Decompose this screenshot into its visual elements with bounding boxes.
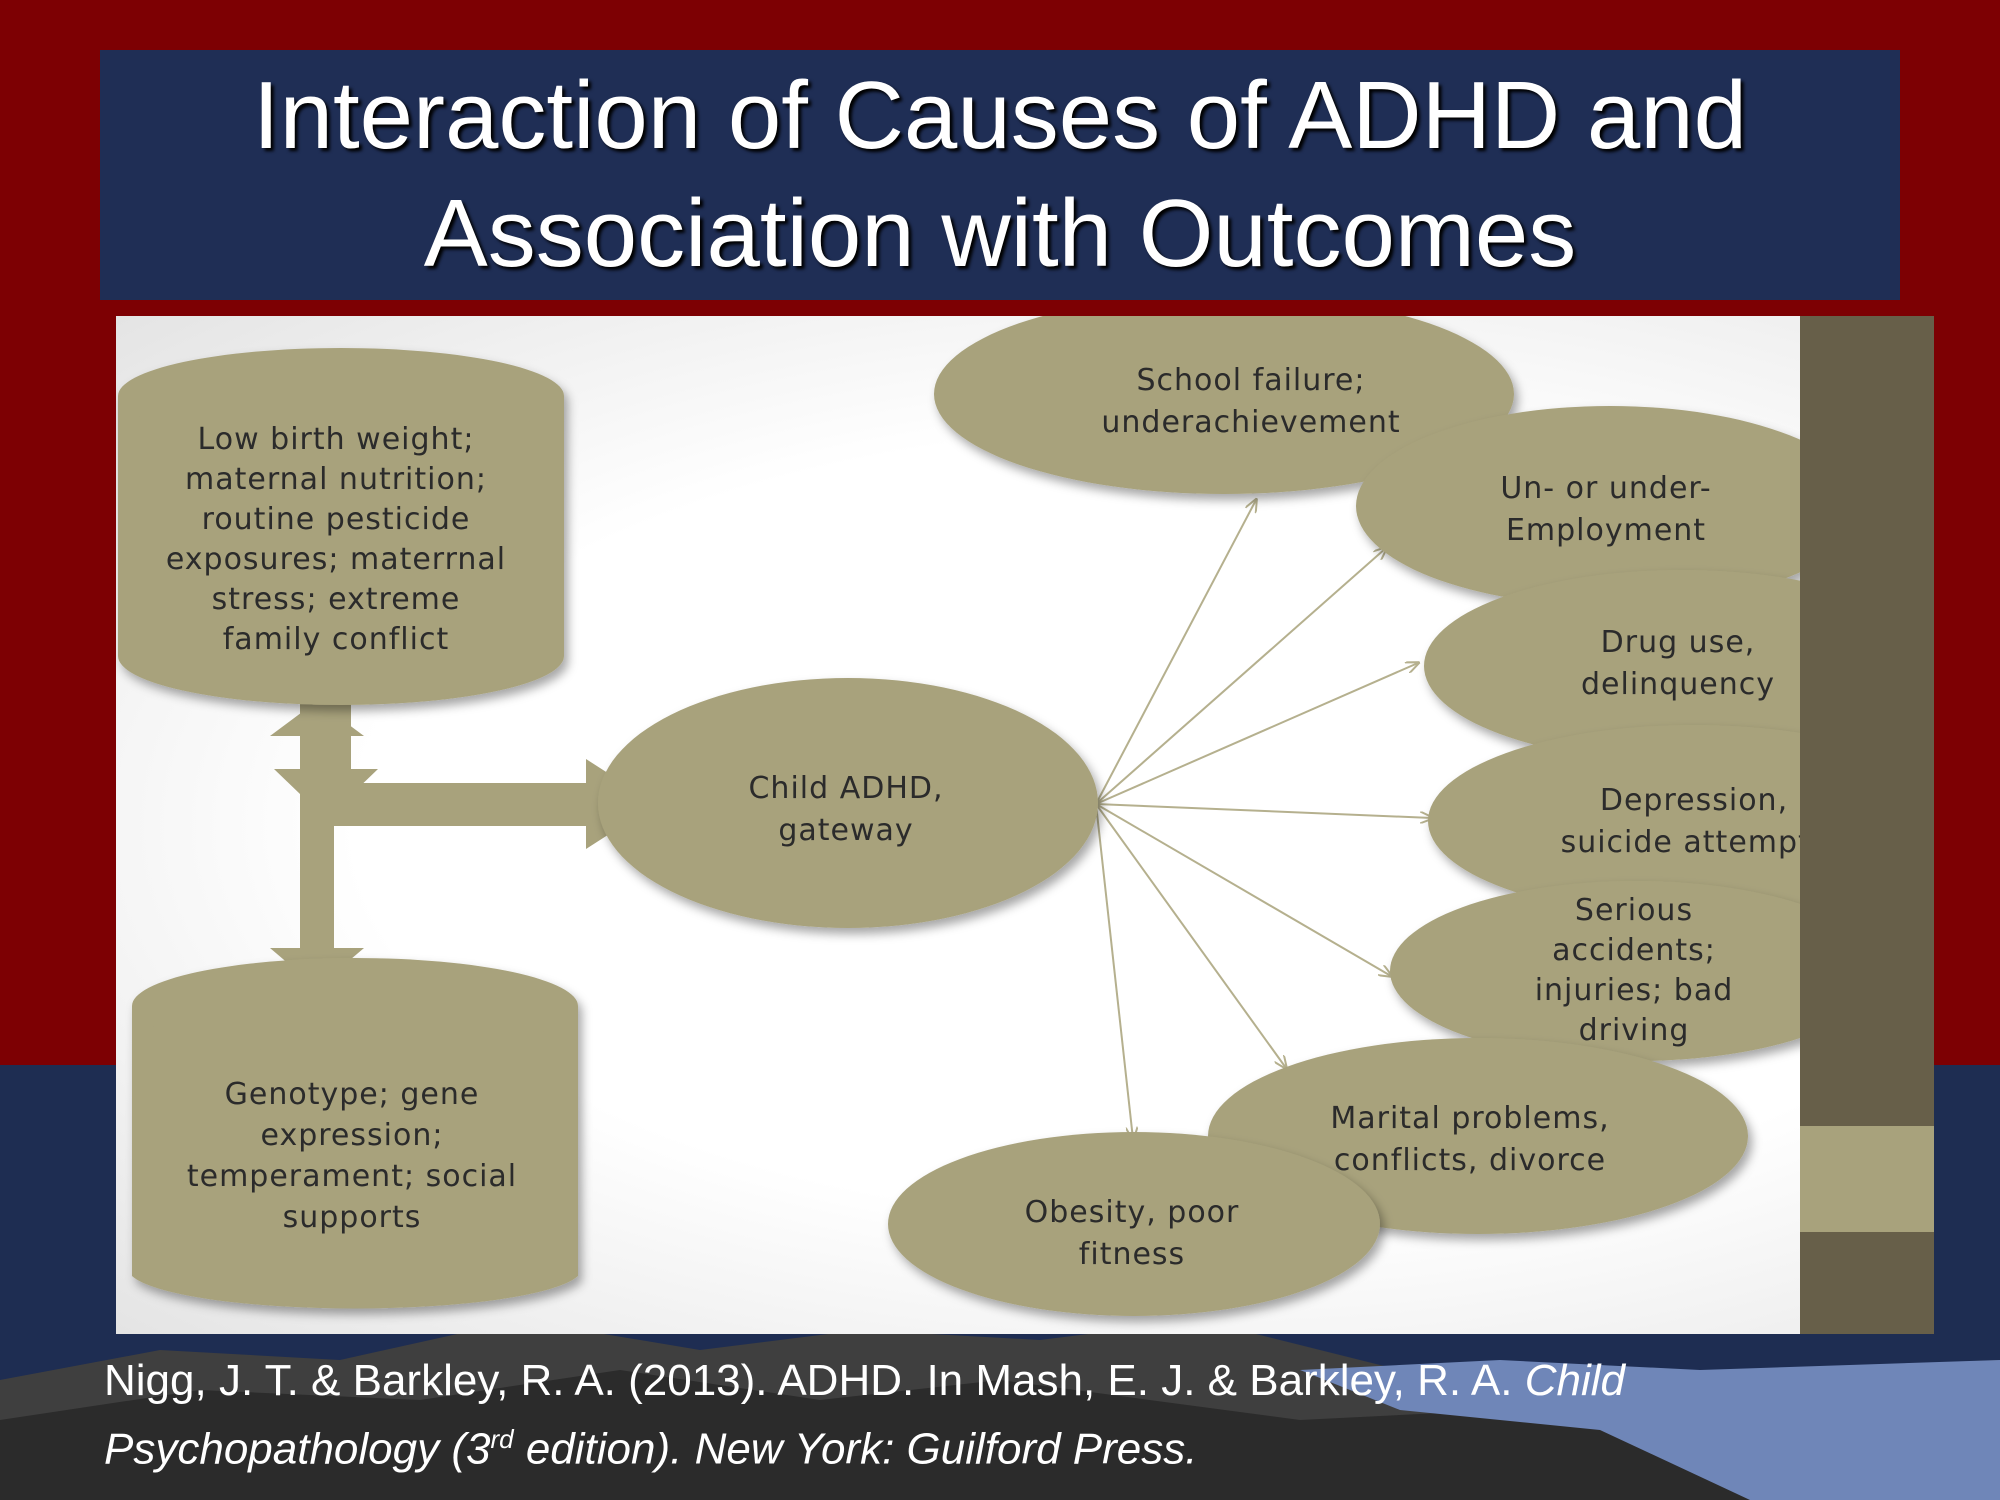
vertical-arrow-top-head	[270, 701, 364, 736]
outcome-label-accidents: Serious accidents; injuries; bad driving	[1535, 893, 1734, 1048]
cause-label-1: Low birth weight; maternal nutrition; rout…	[166, 422, 506, 657]
outcome-ellipse-employment	[1356, 406, 1864, 606]
cause-cylinder-1	[118, 348, 564, 705]
outcome-ellipse-school-failure	[934, 316, 1514, 494]
title-line-2: Association with Outcomes	[423, 180, 1577, 287]
side-bar-light	[1800, 1126, 1934, 1232]
label-line: Serious	[1575, 893, 1693, 928]
label-line: routine pesticide	[202, 502, 471, 537]
mountain-decoration	[0, 1320, 2000, 1500]
arrow-to-employment	[1095, 548, 1386, 805]
cause-label-2: Genotype; gene expression; temperament; so…	[187, 1077, 517, 1235]
label-line: delinquency	[1581, 667, 1775, 702]
label-line: conflicts, divorce	[1334, 1143, 1606, 1178]
outcome-label-drug-use: Drug use, delinquency	[1581, 625, 1775, 702]
citation-authors: Nigg, J. T. & Barkley, R. A. (2013). ADH…	[104, 1356, 1525, 1405]
title-banner: Interaction of Causes of ADHD and Associ…	[100, 50, 1900, 300]
diagram-panel: Low birth weight; maternal nutrition; rout…	[116, 316, 1916, 1334]
outcome-ellipse-obesity	[888, 1132, 1380, 1316]
label-line: Drug use,	[1601, 625, 1756, 660]
label-line: expression;	[261, 1118, 444, 1153]
label-line: underachievement	[1101, 405, 1400, 440]
outcome-ellipse-depression	[1428, 725, 1916, 917]
label-line: stress; extreme	[212, 582, 461, 617]
label-line: maternal nutrition;	[185, 462, 487, 497]
vertical-double-arrow-body	[300, 701, 334, 1016]
horizontal-block-arrow	[334, 759, 656, 849]
label-line: exposures; materrnal	[166, 542, 506, 577]
label-line: Low birth weight;	[198, 422, 475, 457]
title-line-1: Interaction of Causes of ADHD and	[252, 62, 1748, 169]
label-line: fitness	[1079, 1237, 1185, 1272]
slide-title: Interaction of Causes of ADHD and Associ…	[253, 57, 1747, 293]
label-line: gateway	[778, 813, 913, 848]
outcome-label-marital: Marital problems, conflicts, divorce	[1330, 1101, 1609, 1178]
label-line: Obesity, poor	[1025, 1195, 1240, 1230]
side-bar-dark-bottom	[1800, 1232, 1934, 1334]
label-line: supports	[283, 1200, 422, 1235]
arrow-to-marital	[1095, 803, 1286, 1068]
arrow-to-drug-use	[1095, 663, 1418, 805]
cause-cylinder-2	[132, 958, 578, 1309]
label-line: Depression,	[1600, 783, 1788, 818]
label-line: Marital problems,	[1330, 1101, 1609, 1136]
outcome-arrows	[1095, 500, 1432, 1139]
gateway-label: Child ADHD, gateway	[748, 771, 943, 848]
outcome-label-obesity: Obesity, poor fitness	[1025, 1195, 1240, 1272]
outcome-label-employment: Un- or under- Employment	[1500, 471, 1711, 548]
arrow-to-school-failure	[1095, 500, 1256, 805]
label-line: Genotype; gene	[225, 1077, 480, 1112]
outcome-ellipse-accidents	[1390, 881, 1882, 1061]
side-bar-dark-top	[1800, 316, 1934, 1126]
citation-superscript: rd	[490, 1424, 514, 1454]
gateway-ellipse	[598, 678, 1098, 928]
label-line: accidents;	[1552, 933, 1716, 968]
diagram-canvas: Low birth weight; maternal nutrition; rout…	[118, 316, 1916, 1316]
outcome-label-depression: Depression, suicide attempts	[1561, 783, 1828, 860]
label-line: Employment	[1506, 513, 1706, 548]
arrow-to-accidents	[1095, 803, 1391, 976]
label-line: School failure;	[1137, 363, 1366, 398]
label-line: injuries; bad	[1535, 973, 1734, 1008]
block-arrows	[270, 701, 656, 1016]
outcome-ellipse-drug-use	[1424, 570, 1916, 762]
arrow-to-obesity	[1095, 803, 1133, 1139]
label-line: family conflict	[223, 622, 449, 657]
label-line: Un- or under-	[1500, 471, 1711, 506]
label-line: driving	[1579, 1013, 1690, 1048]
label-line: temperament; social	[187, 1159, 517, 1194]
label-line: Child ADHD,	[748, 771, 943, 806]
citation-publisher: edition). New York: Guilford Press.	[513, 1424, 1198, 1474]
outcome-label-school-failure: School failure; underachievement	[1101, 363, 1400, 440]
citation-book-title: Child Psychopathology (3	[104, 1356, 1625, 1474]
label-line: suicide attempts	[1561, 825, 1828, 860]
node-labels: Low birth weight; maternal nutrition; rout…	[166, 363, 1828, 1272]
arrow-to-depression	[1095, 803, 1432, 818]
citation: Nigg, J. T. & Barkley, R. A. (2013). ADH…	[104, 1352, 1924, 1479]
